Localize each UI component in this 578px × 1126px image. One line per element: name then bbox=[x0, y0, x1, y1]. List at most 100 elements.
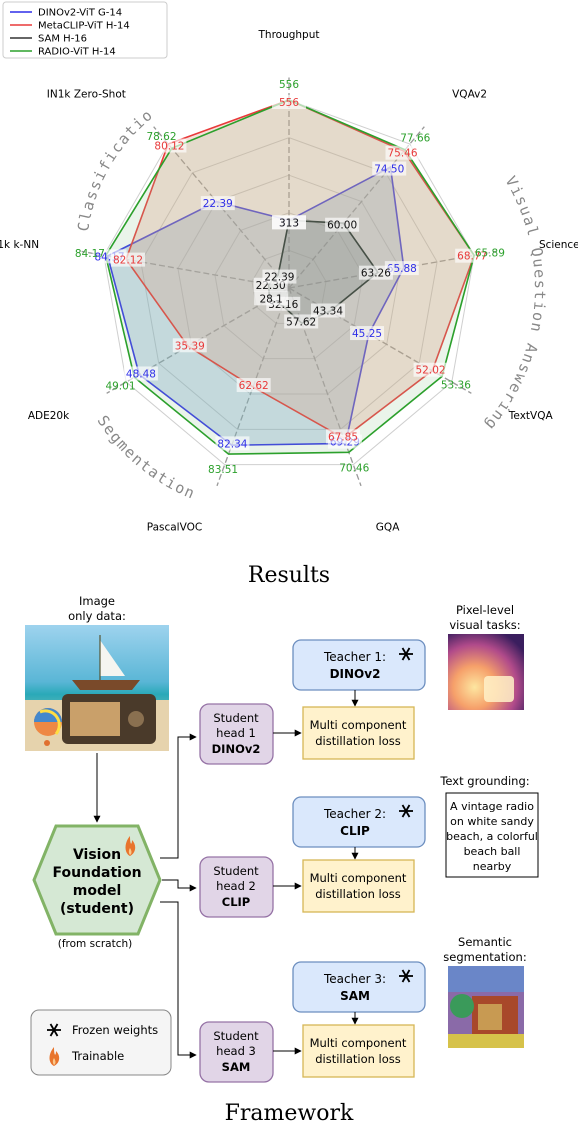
group-label-segmentation: Segmentation bbox=[94, 412, 199, 503]
data-label: 22.39 bbox=[203, 198, 233, 210]
data-label-bg bbox=[310, 303, 345, 318]
head-name: SAM bbox=[222, 1060, 251, 1074]
data-label: 45.25 bbox=[352, 328, 382, 340]
snowflake-icon bbox=[399, 647, 413, 661]
head-label: Student bbox=[213, 864, 259, 878]
data-label: 68.77 bbox=[457, 251, 487, 263]
radar-value-labels: 31374.5065.8845.2569.2982.3448.4884.1722… bbox=[75, 79, 505, 476]
data-label-bg bbox=[123, 366, 158, 381]
data-label: 80.12 bbox=[154, 141, 184, 153]
snowflake-stroke bbox=[401, 804, 411, 818]
snowflake-icon bbox=[47, 1023, 61, 1037]
data-label: 84.17 bbox=[75, 248, 105, 260]
loss-label: distillation loss bbox=[315, 734, 401, 748]
teacher-label: Teacher 1: bbox=[323, 650, 386, 664]
snowflake-icon bbox=[399, 969, 413, 983]
student-head-box bbox=[199, 856, 274, 918]
axis-label: GQA bbox=[376, 521, 400, 533]
data-label: 53.36 bbox=[441, 379, 471, 391]
diagram-legend bbox=[30, 1009, 172, 1076]
data-label-bg bbox=[200, 196, 235, 211]
head-name: CLIP bbox=[222, 895, 250, 909]
head-label: head 3 bbox=[216, 1044, 256, 1058]
framework-diagram: Image only data: Vision Foun bbox=[25, 594, 539, 1126]
data-label-bg bbox=[358, 265, 393, 280]
flame-icon bbox=[49, 1047, 60, 1066]
data-label-bg bbox=[455, 248, 490, 263]
group-label-vqa: Visual Question Answering bbox=[481, 173, 549, 434]
model-note: (from scratch) bbox=[58, 938, 133, 950]
data-label-bg bbox=[384, 261, 419, 276]
axis-spoke bbox=[216, 287, 290, 487]
data-label-bg bbox=[385, 145, 420, 160]
loss-label: distillation loss bbox=[315, 887, 401, 901]
teacher-name: CLIP bbox=[340, 824, 370, 838]
data-label: 57.62 bbox=[286, 316, 316, 328]
data-label-bg bbox=[111, 252, 146, 267]
axis-label: PascalVOC bbox=[147, 521, 202, 533]
head-label: Student bbox=[213, 711, 259, 725]
data-label: 67.85 bbox=[328, 431, 358, 443]
model-label-1: Vision bbox=[73, 847, 121, 863]
legend-frozen: Frozen weights bbox=[72, 1023, 158, 1037]
segmentation-image bbox=[448, 966, 524, 1048]
data-label: 78.62 bbox=[146, 131, 176, 143]
data-label-bg bbox=[254, 291, 289, 306]
task-label-3a: Semantic bbox=[458, 935, 512, 949]
data-label-bg bbox=[325, 217, 360, 232]
task-label-1a: Pixel-level bbox=[456, 603, 514, 617]
data-label: 313 bbox=[279, 217, 299, 229]
task-label-3b: segmentation: bbox=[443, 950, 526, 964]
data-label-bg bbox=[152, 138, 187, 153]
teacher-box bbox=[292, 639, 426, 691]
input-image bbox=[25, 625, 169, 751]
teacher-name: DINOv2 bbox=[330, 667, 381, 681]
data-label-bg bbox=[236, 378, 271, 393]
student-head-box bbox=[199, 703, 274, 765]
legend-trainable: Trainable bbox=[71, 1049, 124, 1063]
data-label: 556 bbox=[279, 97, 299, 109]
loss-label: Multi component bbox=[310, 871, 407, 885]
teacher-box bbox=[292, 961, 426, 1013]
loss-box bbox=[302, 1024, 415, 1078]
data-label: 48.48 bbox=[126, 368, 156, 380]
data-label-bg bbox=[325, 429, 360, 444]
data-label: 63.26 bbox=[361, 268, 391, 280]
task-label-2: Text grounding: bbox=[439, 774, 529, 788]
legend-entry: MetaCLIP-ViT H-14 bbox=[38, 21, 130, 32]
data-label: 62.62 bbox=[239, 380, 269, 392]
data-label: 82.34 bbox=[217, 438, 247, 450]
grounding-text-line: on white sandy bbox=[450, 815, 534, 828]
snowflake-stroke bbox=[401, 969, 411, 983]
grounding-text-line: beach, a colorful bbox=[446, 830, 538, 843]
grid-ring bbox=[214, 212, 364, 360]
data-label: 52.02 bbox=[416, 365, 446, 377]
data-label: 77.66 bbox=[400, 132, 430, 144]
axis-label: VQAv2 bbox=[452, 89, 487, 101]
teacher-label: Teacher 2: bbox=[323, 807, 386, 821]
loss-box bbox=[302, 859, 415, 913]
task-label-1b: visual tasks: bbox=[449, 618, 520, 632]
teacher-box bbox=[292, 796, 426, 848]
flame-icon bbox=[125, 836, 136, 856]
legend-entry: SAM H-16 bbox=[38, 34, 87, 45]
grounding-text-line: nearby bbox=[473, 860, 512, 873]
grid-ring bbox=[140, 137, 438, 430]
data-label: 35.39 bbox=[175, 340, 205, 352]
model-label-3: model bbox=[73, 883, 122, 899]
loss-label: Multi component bbox=[310, 1036, 407, 1050]
data-label-bg bbox=[272, 215, 306, 230]
text-grounding-box bbox=[445, 792, 539, 878]
data-label-bg bbox=[372, 161, 407, 176]
framework-caption: Framework bbox=[225, 1101, 354, 1126]
head-name: DINOv2 bbox=[212, 742, 261, 756]
input-label-2: only data: bbox=[68, 609, 126, 623]
data-label: 22.39 bbox=[264, 272, 294, 284]
data-label: 28.1 bbox=[259, 293, 282, 305]
data-label: 75.46 bbox=[387, 148, 417, 160]
grid-ring bbox=[103, 99, 475, 466]
data-label: 65.88 bbox=[387, 263, 417, 275]
